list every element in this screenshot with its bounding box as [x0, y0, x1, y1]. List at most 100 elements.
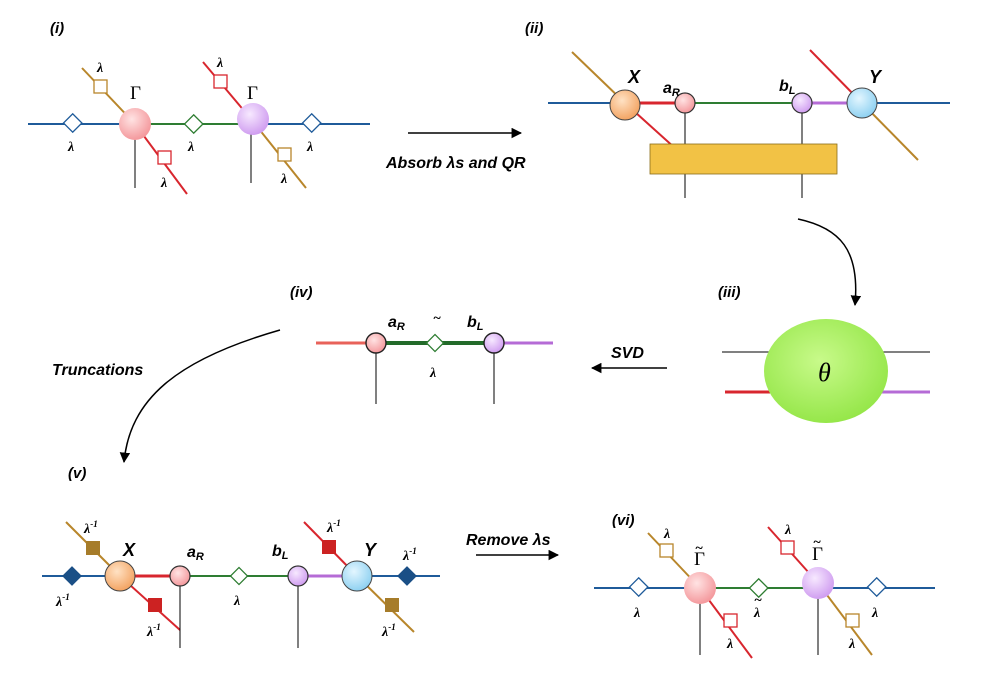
lambda-diamond: [301, 112, 322, 134]
action-svd-label: SVD: [611, 345, 644, 362]
lambda-diamond: [425, 333, 445, 353]
lambda-diamond: [183, 113, 204, 135]
step-label-iv: (iv): [290, 284, 313, 301]
gamma-label: Γ: [694, 549, 705, 570]
inverse-lambda-label: λ-1: [146, 622, 161, 640]
a-r-label: aR: [187, 544, 204, 563]
x-label: X: [122, 540, 136, 560]
inverse-lambda-diamond: [62, 566, 82, 586]
a-r-label: aR: [388, 314, 405, 333]
tilde-mark: ~: [433, 311, 441, 326]
a-r-node: [365, 332, 387, 354]
panel-i: (i) Γ Γ λ λ λ λ λ λ λ: [28, 20, 370, 195]
lambda-label: λ: [753, 606, 760, 621]
gamma-node: [119, 108, 151, 140]
lambda-square: [213, 74, 228, 89]
lambda-square: [277, 147, 292, 162]
step-label-vi: (vi): [612, 512, 635, 529]
lambda-label: λ: [280, 172, 287, 187]
lambda-label: λ: [96, 61, 103, 76]
step-label-ii: (ii): [525, 20, 543, 37]
tilde-mark: ~: [754, 593, 762, 608]
arrow-svd: SVD: [590, 345, 667, 374]
arrow-remove: Remove λs: [466, 532, 560, 561]
tilde-mark: ~: [695, 541, 703, 556]
lambda-diamond: [62, 112, 83, 134]
lambda-label: λ: [848, 637, 855, 652]
panel-ii: (ii) X Y aR bL: [525, 20, 950, 198]
inverse-lambda-square: [86, 541, 100, 555]
gate-block: [649, 143, 838, 175]
lambda-square: [723, 613, 738, 628]
x-node: [609, 89, 641, 121]
lambda-square: [157, 150, 172, 165]
b-l-node: [287, 565, 309, 587]
lambda-label: λ: [216, 56, 223, 71]
theta-label: θ: [818, 358, 831, 387]
y-label: Y: [364, 540, 378, 560]
inverse-lambda-label: λ-1: [55, 592, 70, 610]
inverse-lambda-label: λ-1: [402, 546, 417, 564]
lambda-label: λ: [67, 140, 74, 155]
action-remove-label: Remove λs: [466, 532, 551, 549]
action-truncations-label: Truncations: [52, 362, 143, 379]
gamma-node: [802, 567, 834, 599]
inverse-lambda-square: [148, 598, 162, 612]
panel-iii: (iii) θ: [718, 284, 930, 423]
panel-v: (v) X Y aR bL λ λ-1 λ-1 λ-1 λ-1 λ-1 λ-1: [42, 465, 440, 648]
step-label-i: (i): [50, 20, 64, 37]
b-l-label: bL: [272, 543, 289, 562]
lambda-square: [659, 543, 674, 558]
b-l-label: bL: [467, 314, 484, 333]
lambda-diamond: [748, 577, 769, 599]
lambda-diamond: [866, 576, 887, 598]
lambda-label: λ: [233, 594, 240, 609]
x-label: X: [627, 67, 641, 87]
lambda-diamond: [628, 576, 649, 598]
b-l-node: [791, 92, 813, 114]
b-l-label: bL: [779, 78, 796, 97]
lambda-label: λ: [726, 637, 733, 652]
lambda-label: λ: [871, 606, 878, 621]
theta-tensor: [764, 319, 888, 423]
arrow-to-theta: [797, 218, 862, 307]
lambda-label: λ: [633, 606, 640, 621]
lambda-diamond: [229, 566, 249, 586]
b-l-node: [483, 332, 505, 354]
lambda-label: λ: [187, 140, 194, 155]
lambda-label: λ: [160, 176, 167, 191]
y-label: Y: [869, 67, 883, 87]
inverse-lambda-diamond: [397, 566, 417, 586]
gamma-label: Γ: [247, 83, 258, 104]
lambda-square: [845, 613, 860, 628]
tilde-mark: ~: [813, 535, 821, 550]
a-r-node: [169, 565, 191, 587]
inverse-lambda-label: λ-1: [381, 622, 396, 640]
panel-iv: (iv) ~ λ aR bL: [290, 284, 553, 404]
inverse-lambda-label: λ-1: [83, 519, 98, 537]
lambda-square: [780, 540, 795, 555]
lambda-label: λ: [784, 523, 791, 538]
step-label-v: (v): [68, 465, 86, 482]
a-r-label: aR: [663, 80, 680, 99]
lambda-label: λ: [306, 140, 313, 155]
lambda-square: [93, 79, 108, 94]
gamma-label: Γ: [812, 544, 823, 565]
gamma-label: Γ: [130, 83, 141, 104]
inverse-lambda-square: [385, 598, 399, 612]
a-r-node: [674, 92, 696, 114]
action-absorb-label: Absorb λs and QR: [385, 155, 526, 172]
inverse-lambda-label: λ-1: [326, 518, 341, 536]
lambda-label: λ: [663, 527, 670, 542]
x-node: [104, 560, 136, 592]
lambda-label: λ: [429, 366, 436, 381]
gamma-node: [684, 572, 716, 604]
y-node: [341, 560, 373, 592]
arrow-absorb: Absorb λs and QR: [385, 127, 526, 172]
arrow-truncations: [119, 329, 281, 464]
inverse-lambda-square: [322, 540, 336, 554]
gamma-node: [237, 103, 269, 135]
step-label-iii: (iii): [718, 284, 741, 301]
y-node: [846, 87, 878, 119]
